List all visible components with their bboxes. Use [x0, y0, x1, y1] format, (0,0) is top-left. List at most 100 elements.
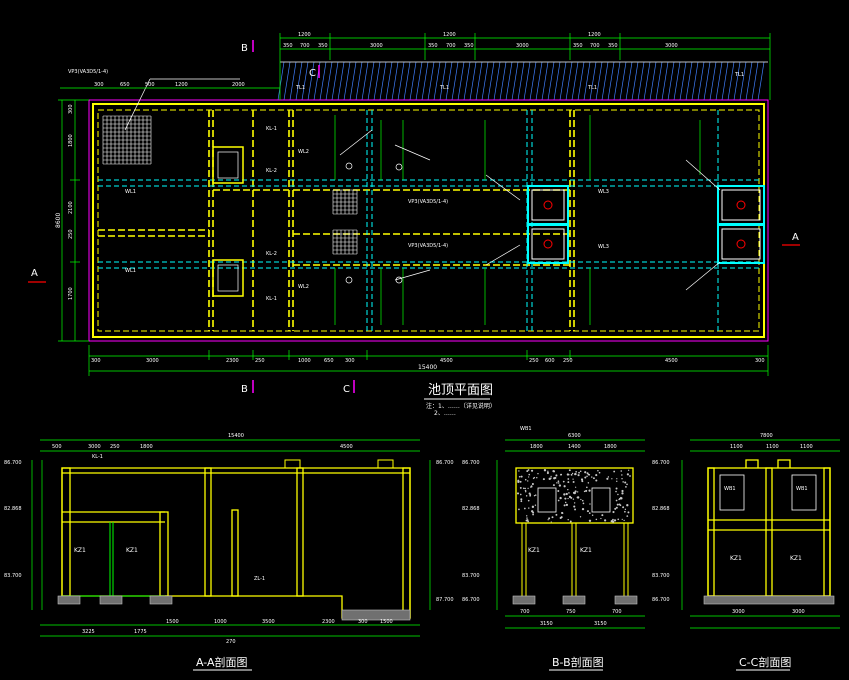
- dim-bottom-12: 300: [755, 358, 765, 364]
- plan-left-dims: [58, 99, 89, 342]
- concrete-stipple-dot: [586, 475, 588, 477]
- section-aa-footings: [57, 595, 411, 621]
- hatch-line: [409, 61, 417, 101]
- concrete-stipple-dot: [530, 469, 534, 472]
- dim-bottom-8: 250: [529, 358, 539, 364]
- plan-leaders: [124, 78, 721, 291]
- section-bb-level-1: 82.868: [462, 506, 480, 512]
- hatch-line: [475, 61, 483, 101]
- concrete-stipple-dot: [626, 504, 629, 507]
- section-cc-bdim-4: 3000: [792, 609, 805, 615]
- concrete-stipple-dot: [595, 518, 598, 521]
- concrete-stipple-dot: [600, 517, 602, 520]
- concrete-stipple-dot: [526, 517, 528, 519]
- section-cc-bdim-2: 3000: [732, 609, 745, 615]
- hatch-line: [751, 61, 759, 101]
- concrete-stipple-dot: [547, 470, 549, 472]
- concrete-stipple-dot: [519, 486, 522, 489]
- section-cc-footings: [703, 595, 835, 605]
- concrete-stipple-dot: [567, 481, 570, 484]
- section-bb-label-wb1: WB1: [520, 426, 532, 432]
- concrete-stipple-dot: [524, 487, 526, 490]
- concrete-stipple-dot: [530, 485, 533, 488]
- section-line-a: [28, 244, 800, 283]
- concrete-stipple-dot: [526, 470, 529, 473]
- section-aa-label-kz1-a: KZ1: [74, 547, 86, 554]
- concrete-stipple-dot: [525, 491, 527, 493]
- hatch-line: [349, 61, 357, 101]
- concrete-stipple-dot: [613, 519, 617, 522]
- section-aa-slab-top: [284, 459, 394, 468]
- hatch-line: [337, 61, 345, 101]
- section-bb-dims: [496, 439, 645, 629]
- hatch-line: [451, 61, 459, 101]
- dim-bottom-0: 300: [91, 358, 101, 364]
- hatch-line: [553, 61, 561, 101]
- concrete-stipple-dot: [611, 478, 613, 480]
- section-bb-bdim-3: 700: [612, 609, 622, 615]
- concrete-stipple-dot: [531, 505, 535, 509]
- section-cc-level-1: 82.868: [652, 506, 670, 512]
- section-cc-label-kz1-b: KZ1: [790, 555, 802, 562]
- dim-bottom-10: 250: [563, 358, 573, 364]
- hatch-line: [541, 61, 549, 101]
- concrete-stipple-dot: [573, 502, 576, 504]
- section-cc-dim-1: 1100: [730, 444, 743, 450]
- plan-title: 池顶平面图: [428, 383, 493, 398]
- hatch-line: [601, 61, 609, 101]
- hatch-line: [481, 61, 489, 101]
- concrete-stipple-dot: [557, 490, 560, 492]
- plan-grid-opening-3: [332, 229, 358, 255]
- concrete-stipple-dot: [550, 475, 552, 478]
- concrete-stipple-dot: [588, 473, 591, 476]
- section-aa-dim-0: 500: [52, 444, 62, 450]
- section-aa-dim-1: 3000: [88, 444, 101, 450]
- hatch-line: [721, 61, 729, 101]
- concrete-stipple-dot: [575, 486, 577, 488]
- hatch-line: [361, 61, 369, 101]
- dim-topsub-4: 700: [446, 43, 456, 49]
- hatch-line: [493, 61, 501, 101]
- concrete-stipple-dot: [616, 478, 618, 480]
- concrete-stipple-dot: [627, 511, 630, 514]
- concrete-stipple-dot: [572, 480, 575, 483]
- hatch-line: [757, 61, 765, 101]
- section-mark-c-bottom: C: [343, 384, 350, 395]
- concrete-stipple-dot: [586, 472, 589, 475]
- section-mark-c-top: C: [309, 68, 316, 79]
- hatch-line: [319, 61, 327, 101]
- section-aa-bdim-2: 1500: [166, 619, 179, 625]
- concrete-stipple-dot: [624, 510, 626, 513]
- concrete-stipple-dot: [580, 498, 582, 501]
- section-aa-dims: [31, 439, 431, 637]
- concrete-stipple-dot: [586, 486, 588, 489]
- hatch-line: [547, 61, 555, 101]
- hatch-line: [529, 61, 537, 101]
- section-aa-title: A-A剖面图: [196, 655, 248, 669]
- concrete-stipple-dot: [580, 478, 584, 481]
- hatch-line: [427, 61, 435, 101]
- concrete-stipple-dot: [557, 480, 560, 483]
- section-cc-label-kz1-a: KZ1: [730, 555, 742, 562]
- concrete-stipple-dot: [566, 473, 569, 476]
- concrete-stipple-dot: [528, 476, 530, 478]
- plan-grid-opening-2: [332, 189, 358, 215]
- hatch-line: [439, 61, 447, 101]
- hatch-line: [625, 61, 633, 101]
- concrete-stipple-dot: [520, 475, 523, 478]
- concrete-stipple-dot: [568, 492, 570, 494]
- hatch-line: [697, 61, 705, 101]
- plan-stair-boxes: [212, 146, 244, 297]
- hatch-line: [535, 61, 543, 101]
- section-cc-dim-3: 1100: [766, 444, 779, 450]
- concrete-stipple-dot: [612, 510, 615, 514]
- concrete-stipple-dot: [575, 470, 577, 473]
- concrete-stipple-dot: [555, 474, 558, 477]
- concrete-stipple-dot: [612, 518, 614, 521]
- concrete-stipple-dot: [546, 471, 549, 475]
- dim-topsub-0: 350: [283, 43, 293, 49]
- concrete-stipple-dot: [518, 508, 520, 511]
- concrete-stipple-dot: [603, 519, 607, 522]
- dim-topsub-1: 700: [300, 43, 310, 49]
